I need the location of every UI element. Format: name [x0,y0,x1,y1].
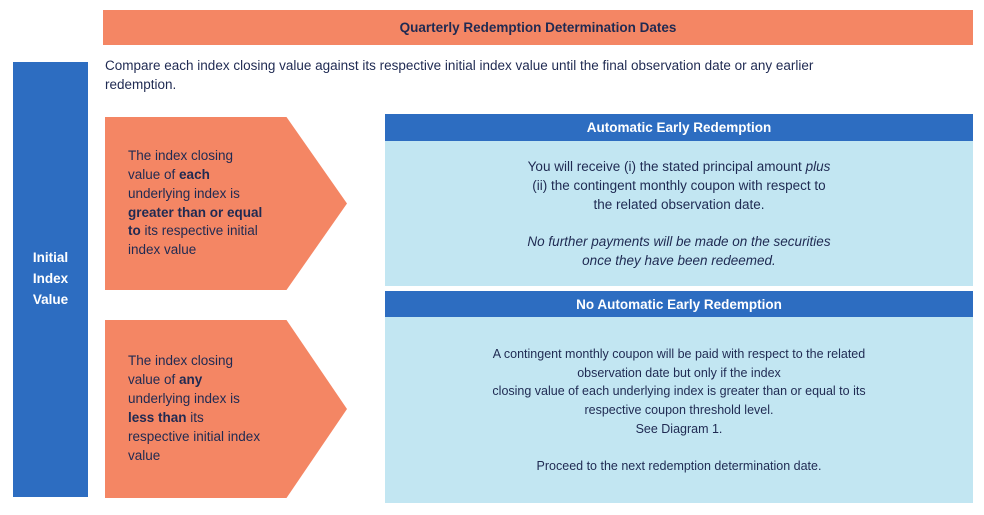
paragraph-contingent-coupon: A contingent monthly coupon will be paid… [492,346,866,436]
box-automatic-early-redemption-body: You will receive (i) the stated principa… [385,141,973,286]
banner-quarterly-redemption-dates: Quarterly Redemption Determination Dates [103,10,973,45]
box-no-automatic-early-redemption-header: No Automatic Early Redemption [385,291,973,317]
arrow-condition-greater-equal-text: The index closing value of each underlyi… [128,147,263,258]
box-no-automatic-early-redemption: No Automatic Early Redemption A continge… [385,291,973,503]
initial-index-value-bar: Initial Index Value [13,62,88,497]
box-automatic-early-redemption: Automatic Early Redemption You will rece… [385,114,973,286]
arrow-condition-greater-equal: The index closing value of each underlyi… [105,117,347,290]
arrow-condition-less-than: The index closing value of any underlyin… [105,320,347,498]
paragraph-receive-principal: You will receive (i) the stated principa… [527,158,831,212]
box-no-automatic-early-redemption-body: A contingent monthly coupon will be paid… [385,317,973,503]
box-automatic-early-redemption-header: Automatic Early Redemption [385,114,973,141]
intro-text: Compare each index closing value against… [105,58,814,92]
paragraph-no-further-payments: No further payments will be made on the … [527,234,831,269]
paragraph-proceed-next-date: Proceed to the next redemption determina… [536,458,822,473]
initial-index-value-label: Initial Index Value [32,250,69,307]
banner-title: Quarterly Redemption Determination Dates [399,20,677,35]
arrow-condition-less-than-text: The index closing value of any underlyin… [128,353,261,463]
